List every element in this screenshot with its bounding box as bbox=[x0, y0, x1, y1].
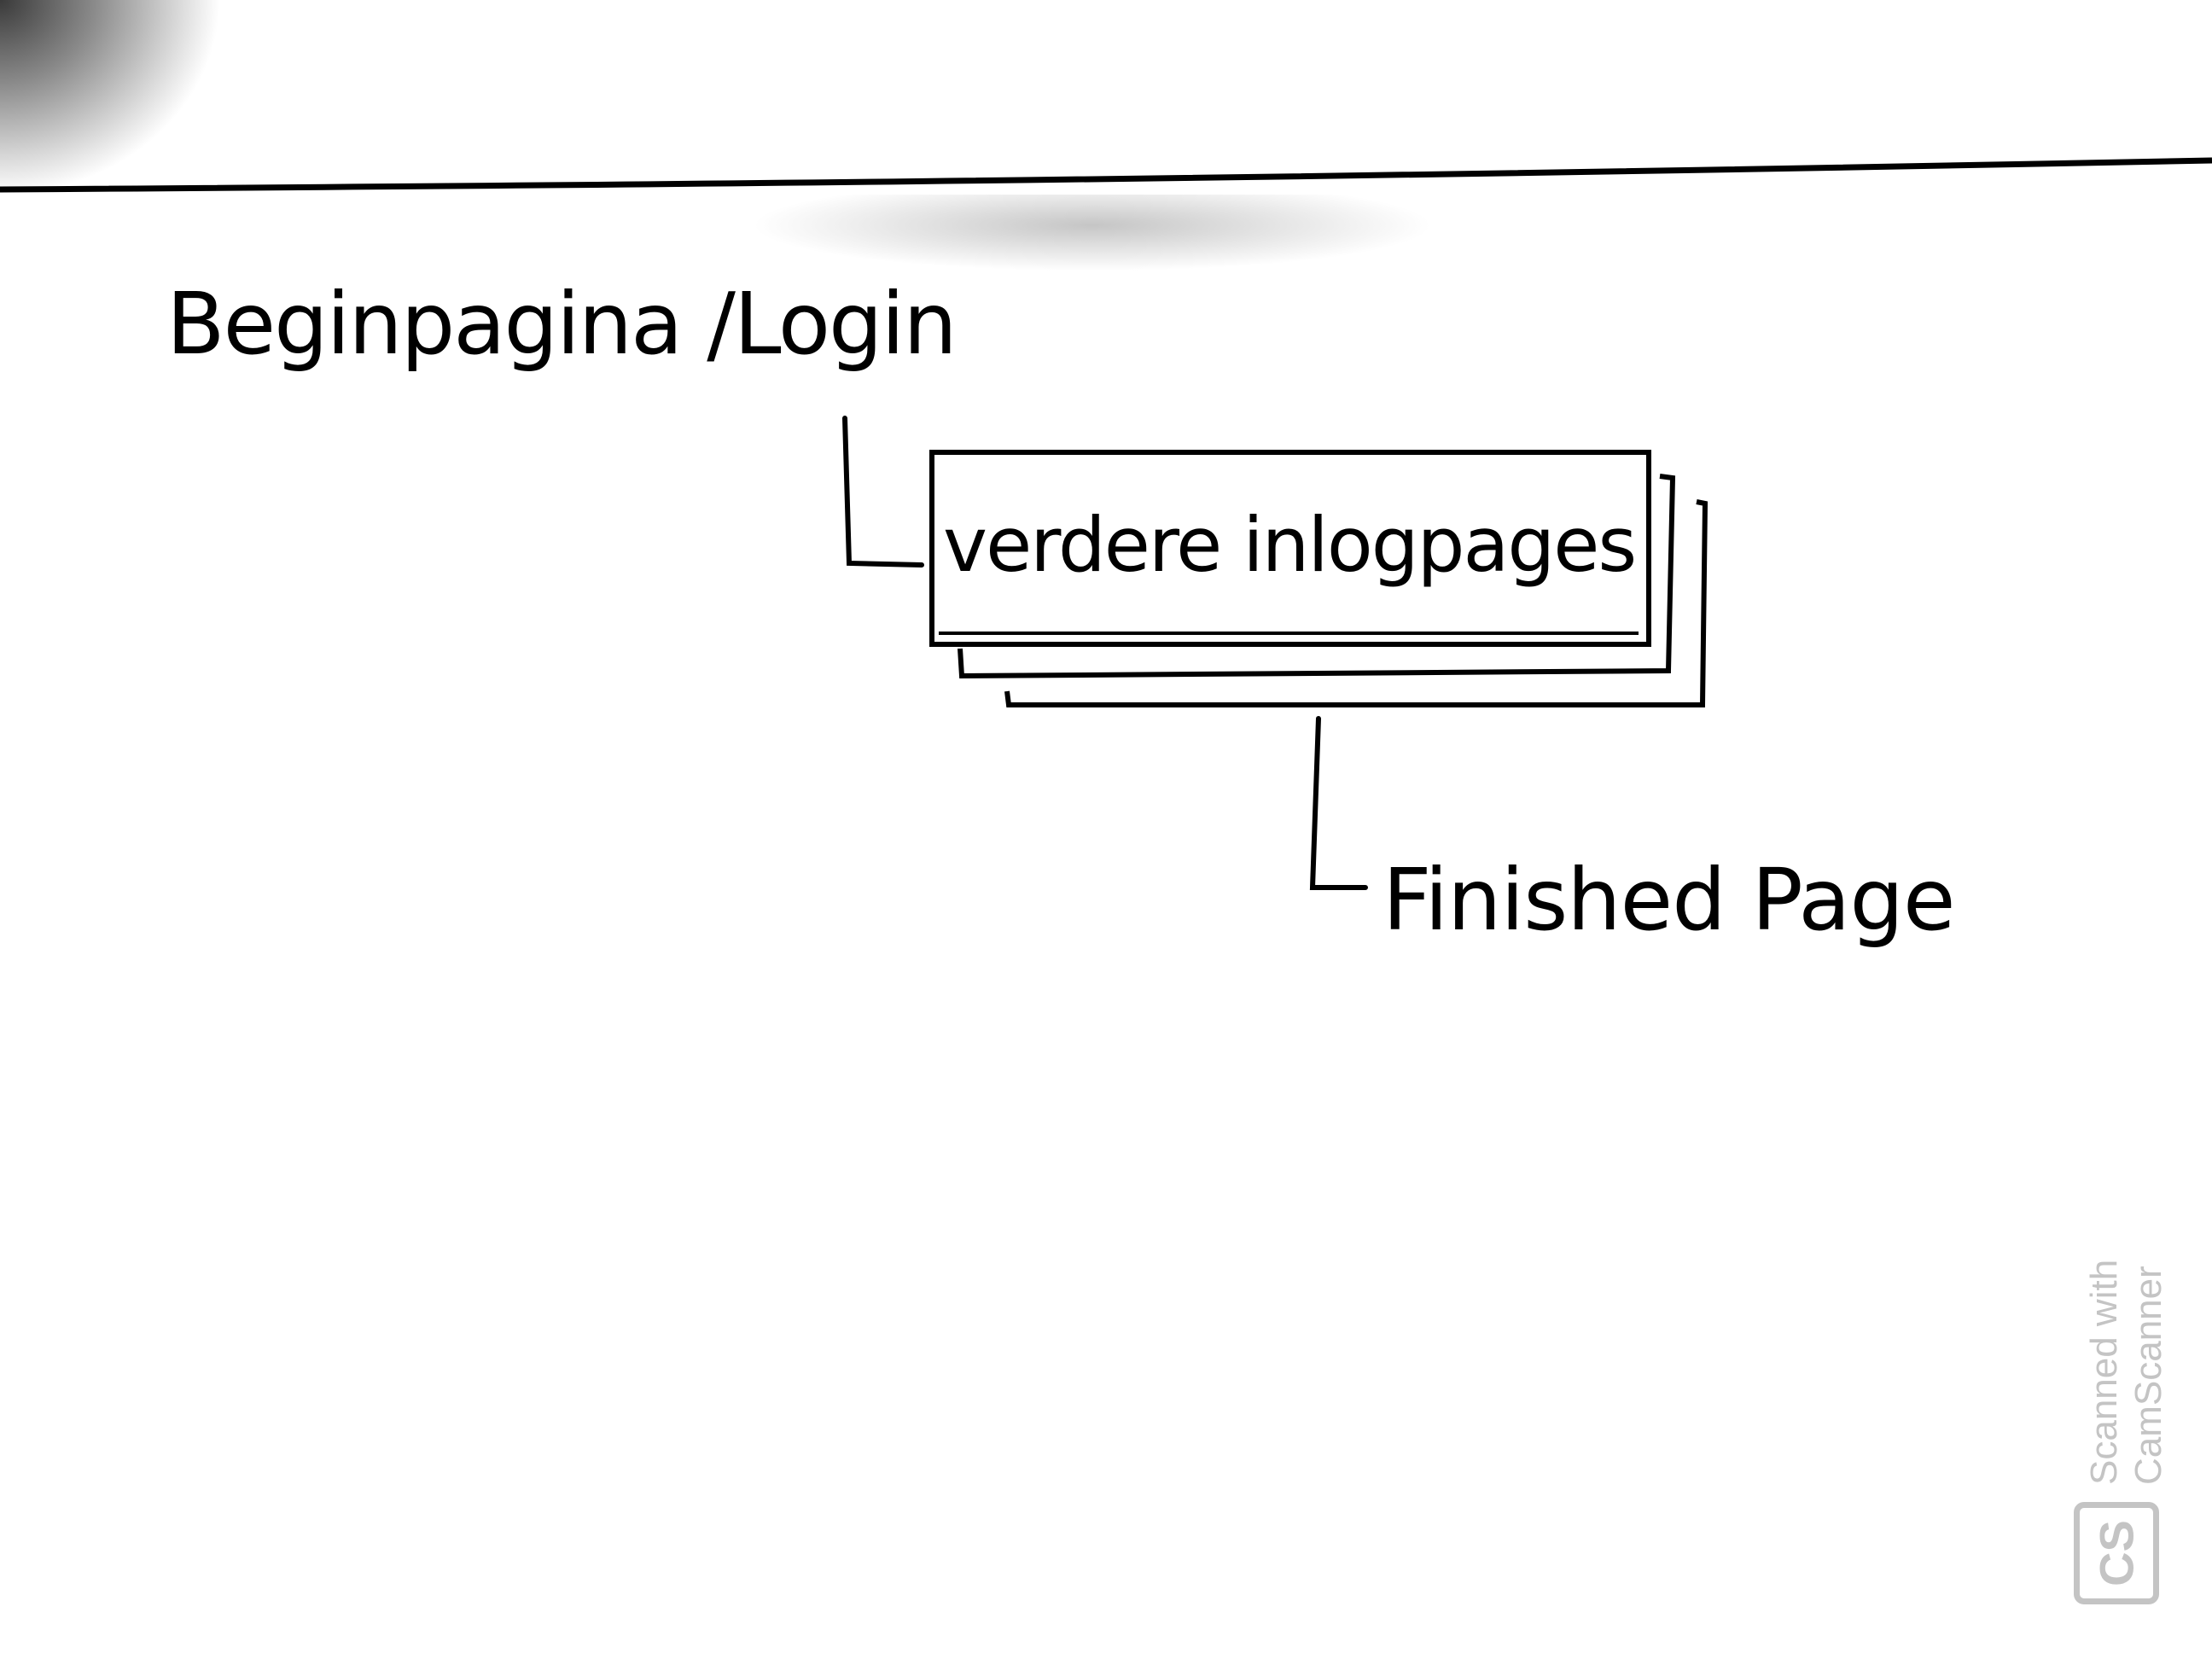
node-begin-label: Beginpagina /Login bbox=[166, 274, 958, 374]
verdere-box bbox=[929, 450, 1651, 647]
connector-begin-to-verdere bbox=[842, 416, 924, 568]
stacked-page-back bbox=[1004, 499, 1708, 707]
fold-shadow bbox=[751, 195, 1434, 271]
watermark-line2: CamScanner bbox=[2128, 1266, 2169, 1485]
camscanner-logo-icon: CS bbox=[2074, 1502, 2159, 1604]
node-finished-label: Finished Page bbox=[1382, 850, 1956, 950]
stacked-page-middle bbox=[958, 474, 1676, 679]
watermark-line1: Scanned with bbox=[2083, 1259, 2125, 1485]
connector-verdere-to-finished bbox=[1309, 716, 1368, 890]
camscanner-watermark: Scanned with CamScanner CS bbox=[2065, 1195, 2171, 1604]
watermark-text: Scanned with CamScanner bbox=[2082, 1195, 2171, 1485]
corner-shadow bbox=[0, 0, 222, 196]
watermark-logo-text: CS bbox=[2089, 1520, 2144, 1586]
paper-edge-line bbox=[0, 157, 2212, 193]
node-verdere-label: verdere inlogpages bbox=[943, 501, 1637, 589]
